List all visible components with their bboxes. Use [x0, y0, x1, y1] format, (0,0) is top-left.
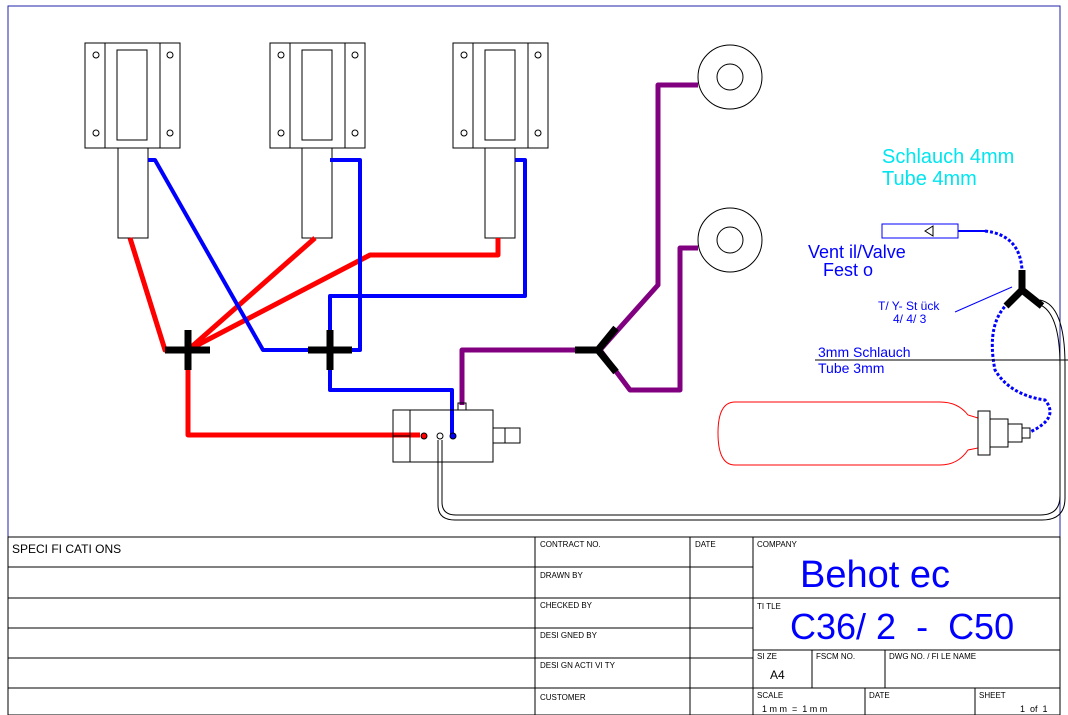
- tb-specifications: SPECI FI CATI ONS: [12, 542, 121, 556]
- title-block: [7, 536, 1061, 715]
- festo-valve: [881, 223, 985, 239]
- valve-body: [392, 402, 521, 463]
- label-tee-line2: 4/ 4/ 3: [893, 312, 927, 326]
- red-tubes: [127, 236, 501, 438]
- tb-size-label: SI ZE: [757, 652, 777, 661]
- tb-size: A4: [770, 668, 785, 682]
- tb-title-label: TI TLE: [757, 602, 781, 611]
- label-tee-line1: T/ Y- St ück: [878, 299, 940, 313]
- bottle: [717, 401, 979, 466]
- tb-date2: DATE: [869, 691, 890, 700]
- tb-date: DATE: [695, 540, 716, 549]
- label-hose-4mm-de: Schlauch 4mm: [882, 146, 1014, 168]
- label-hose-3mm-line2: Tube 3mm: [818, 360, 884, 376]
- cylinder-2: [269, 42, 366, 239]
- tb-fscm-no: FSCM NO.: [816, 652, 855, 661]
- tb-company: Behot ec: [800, 554, 950, 596]
- tb-scale-label: SCALE: [757, 691, 783, 700]
- cross-fitting-2: [308, 330, 352, 370]
- return-hose: [437, 299, 1066, 521]
- tb-customer: CUSTOMER: [540, 693, 586, 702]
- blue-3mm-hose: [984, 229, 1052, 434]
- tb-title: C36/ 2 - C50: [790, 606, 1014, 647]
- purple-tubes: [459, 82, 698, 405]
- label-valve-line1: Vent il/Valve: [808, 242, 906, 262]
- cylinder-1: [84, 42, 181, 239]
- label-hose-3mm-line1: 3mm Schlauch: [818, 344, 911, 360]
- tb-scale: 1 m m = 1 m m: [762, 704, 827, 714]
- tb-drawn-by: DRAWN BY: [540, 571, 583, 580]
- tee-leader-line: [954, 286, 1013, 313]
- y-fitting: [575, 325, 619, 375]
- tb-designed-by: DESI GNED BY: [540, 631, 598, 640]
- tb-design-activity: DESI GN ACTI VI TY: [540, 661, 616, 670]
- tb-sheet: 1 of 1: [1020, 704, 1048, 714]
- tb-contract-no: CONTRACT NO.: [540, 540, 601, 549]
- cylinder-3: [452, 42, 549, 239]
- y-tee-right: [1003, 270, 1045, 309]
- tb-dwg-no: DWG NO. / FI LE NAME: [889, 652, 976, 661]
- suction-cup-2: [697, 207, 763, 273]
- cross-fitting-1: [165, 330, 210, 370]
- tb-company-label: COMPANY: [757, 540, 798, 549]
- label-hose-4mm-en: Tube 4mm: [882, 168, 977, 190]
- suction-cup-1: [697, 44, 763, 110]
- label-valve-line2: Fest o: [823, 260, 873, 280]
- bottle-valve: [977, 410, 1031, 456]
- blue-tubes: [148, 158, 527, 435]
- tb-checked-by: CHECKED BY: [540, 601, 593, 610]
- tb-sheet-label: SHEET: [979, 691, 1006, 700]
